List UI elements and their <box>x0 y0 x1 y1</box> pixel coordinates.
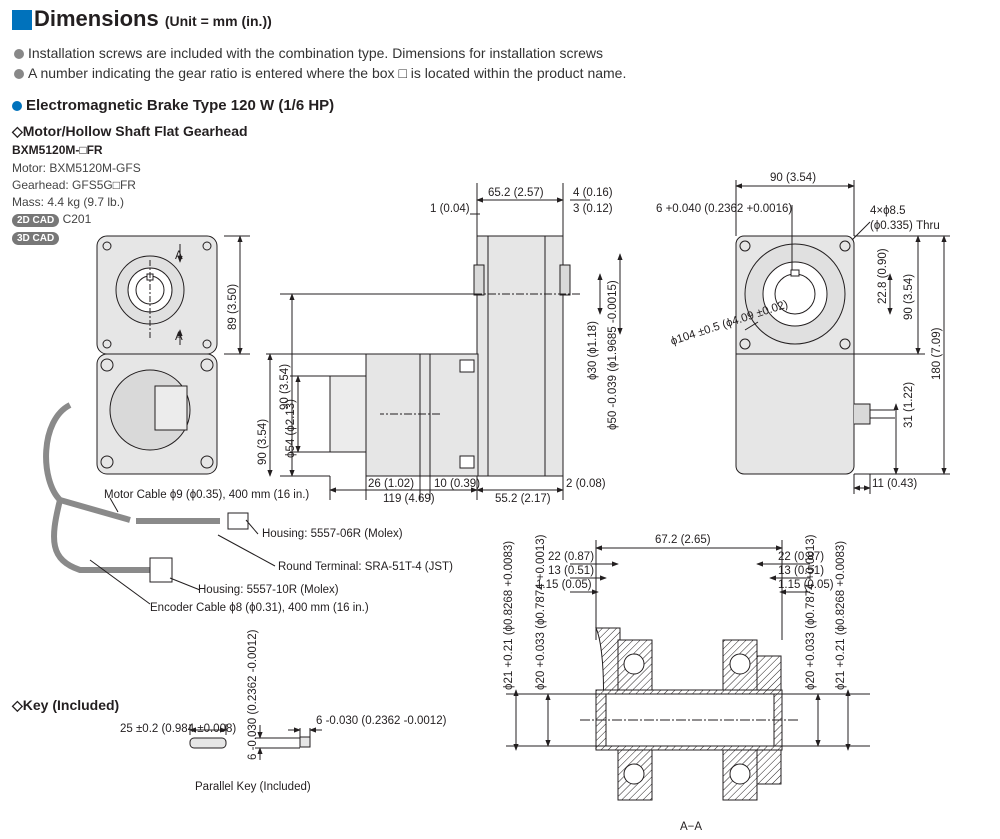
dim-side-26: 26 (1.02) <box>368 478 414 490</box>
key-labels: 25 ±0.2 (0.984 ±0.008) 6 -0.030 (0.2362 … <box>120 629 447 793</box>
dim-key-6-horizontal: 6 -0.030 (0.2362 -0.0012) <box>316 715 447 727</box>
dim-side-54: ϕ54 (ϕ2.13) <box>285 399 297 458</box>
dim-side-119: 119 (4.69) <box>383 493 435 505</box>
dim-side-1: 1 (0.04) <box>430 203 470 215</box>
key-title: ◇Key (Included) <box>12 697 120 713</box>
label-motor-cable: Motor Cable ϕ9 (ϕ0.35), 400 mm (16 in.) <box>104 489 309 501</box>
label-encoder-cable: Encoder Cable ϕ8 (ϕ0.31), 400 mm (16 in.… <box>150 602 369 614</box>
bullet-icon <box>14 69 24 79</box>
dim-section-20-left: ϕ20 +0.033 (ϕ0.7874 +0.0013) <box>535 534 547 690</box>
dim-section-22-right: 22 (0.87) <box>778 551 824 563</box>
dim-side-10: 10 (0.39) <box>434 478 480 490</box>
bullet-icon <box>12 101 22 111</box>
label-four-holes: 4×ϕ8.5 <box>870 205 906 217</box>
section-a-a <box>506 540 870 801</box>
dim-key-6-vertical: 6 -0.030 (0.2362 -0.0012) <box>247 629 259 760</box>
dim-side-50: ϕ50 -0.039 (ϕ1.9685 -0.0015) <box>607 280 619 430</box>
note-2: A number indicating the gear ratio is en… <box>14 65 626 81</box>
dim-side-90-upper: 90 (3.54) <box>279 364 291 410</box>
dim-side-30: ϕ30 (ϕ1.18) <box>587 321 599 380</box>
rear-view <box>735 180 950 494</box>
key-drawing <box>189 724 322 760</box>
side-view-labels: 65.2 (2.57) 4 (0.16) 1 (0.04) 3 (0.12) 9… <box>257 187 619 505</box>
dim-side-3: 3 (0.12) <box>573 203 613 215</box>
section-labels: 67.2 (2.65) 22 (0.87) 13 (0.51) 1.15 (0.… <box>503 534 847 833</box>
cad-2d-badge[interactable]: 2D CAD <box>12 214 60 227</box>
gearhead-spec: Gearhead: GFS5G□FR <box>12 178 136 192</box>
label-thru: (ϕ0.335) Thru <box>870 220 940 232</box>
dim-side-90-lower: 90 (3.54) <box>257 419 269 465</box>
unit-label: (Unit = mm (in.)) <box>164 13 272 29</box>
cad-2d[interactable]: 2D CAD C201 <box>12 212 91 227</box>
front-view <box>43 235 276 605</box>
view-a-label-bottom: A <box>175 331 183 343</box>
dim-rear-90-vertical: 90 (3.54) <box>903 274 915 320</box>
side-view <box>266 183 623 500</box>
dim-section-67-2: 67.2 (2.65) <box>655 534 711 546</box>
section-title: Electromagnetic Brake Type 120 W (1/6 HP… <box>12 97 334 114</box>
cad-3d[interactable]: 3D CAD <box>12 230 60 245</box>
label-round-terminal: Round Terminal: SRA-51T-4 (JST) <box>278 561 453 573</box>
title-marker <box>12 10 32 30</box>
label-housing-6: Housing: 5557-06R (Molex) <box>262 528 403 540</box>
dim-section-1-15-left: 1.15 (0.05) <box>536 579 592 591</box>
dim-section-20-right: ϕ20 +0.033 (ϕ0.7874 +0.0013) <box>805 534 817 690</box>
note-1: Installation screws are included with th… <box>14 45 603 61</box>
dim-rear-31: 31 (1.22) <box>903 382 915 428</box>
model-name: BXM5120M-□FR <box>12 143 103 157</box>
view-a-label-top: A <box>175 250 183 262</box>
dim-section-21-left: ϕ21 +0.21 (ϕ0.8268 +0.0083) <box>503 541 515 690</box>
bullet-icon <box>14 49 24 59</box>
cad-3d-badge[interactable]: 3D CAD <box>12 232 60 245</box>
dim-rear-90: 90 (3.54) <box>770 172 816 184</box>
page-title: Dimensions (Unit = mm (in.)) <box>34 6 272 31</box>
dim-key-25: 25 ±0.2 (0.984 ±0.008) <box>120 723 236 735</box>
dim-side-65: 65.2 (2.57) <box>488 187 544 199</box>
section-subtitle: ◇Motor/Hollow Shaft Flat Gearhead <box>12 123 248 139</box>
dim-section-13-right: 13 (0.51) <box>778 565 824 577</box>
section-a-a-label: A−A <box>680 821 702 833</box>
dim-section-13-left: 13 (0.51) <box>548 565 594 577</box>
dim-section-22-left: 22 (0.87) <box>548 551 594 563</box>
dim-side-55: 55.2 (2.17) <box>495 493 551 505</box>
dim-side-2: 2 (0.08) <box>566 478 606 490</box>
motor-spec: Motor: BXM5120M-GFS <box>12 161 141 175</box>
key-caption: Parallel Key (Included) <box>195 781 311 793</box>
dim-rear-6: 6 +0.040 (0.2362 +0.0016) <box>656 203 792 215</box>
front-view-labels: A A 89 (3.50) Motor Cable ϕ9 (ϕ0.35), 40… <box>104 250 453 614</box>
mass-spec: Mass: 4.4 kg (9.7 lb.) <box>12 195 125 209</box>
dim-rear-11: 11 (0.43) <box>872 478 917 490</box>
dim-rear-22-8: 22.8 (0.90) <box>877 248 889 304</box>
dim-front-89: 89 (3.50) <box>227 284 239 330</box>
dim-section-21-right: ϕ21 +0.21 (ϕ0.8268 +0.0083) <box>835 541 847 690</box>
label-housing-10: Housing: 5557-10R (Molex) <box>198 584 339 596</box>
dim-rear-180: 180 (7.09) <box>931 327 943 380</box>
dim-section-1-15-right: 1.15 (0.05) <box>778 579 834 591</box>
dim-side-4: 4 (0.16) <box>573 187 613 199</box>
